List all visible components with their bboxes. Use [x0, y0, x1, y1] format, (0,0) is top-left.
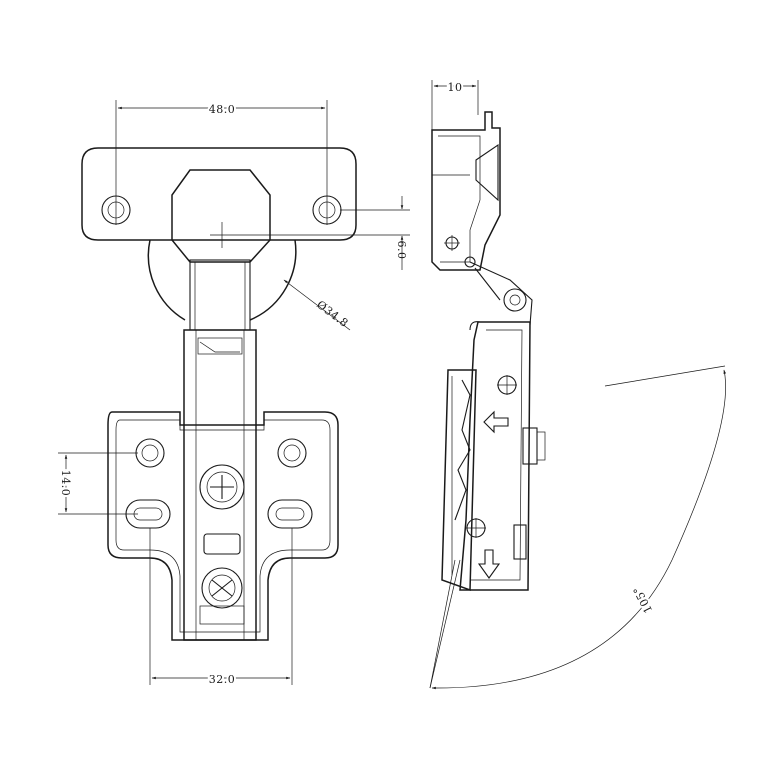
left-arrow-icon [483, 410, 509, 434]
dim-label-10: 10 [448, 81, 463, 94]
down-arrow-icon [477, 549, 501, 579]
side-cup-profile [431, 111, 501, 271]
dim-label-14: 14.0 [59, 470, 72, 497]
plate-slot-right [267, 499, 313, 529]
cup-circle [147, 239, 297, 321]
plate-hole-top-left [135, 438, 165, 468]
dim-label-6: 6.0 [395, 241, 408, 260]
adjustment-screw-icon [199, 464, 245, 510]
dim-label-diameter: Ø34.8 [314, 298, 351, 330]
plate-hole-top-right [277, 438, 307, 468]
cup-housing [171, 169, 271, 263]
cup-center-mark [210, 222, 240, 248]
hinge-arm [183, 259, 257, 641]
dim-cup-offset: 6.0 [240, 196, 410, 270]
front-view: 48.0 6.0 Ø34.8 14.0 32.0 [57, 100, 410, 688]
arm-window [203, 533, 241, 555]
dim-label-32: 32.0 [209, 673, 236, 686]
dim-plate-hole-height: 14.0 [57, 452, 138, 515]
dim-depth: 10 [431, 79, 479, 130]
cup-flange-outline [81, 147, 357, 241]
side-screw-upper [522, 427, 546, 465]
dim-label-105: 105° [631, 584, 656, 615]
side-linkage [469, 261, 533, 331]
dim-cup-diameter: Ø34.8 [283, 279, 351, 331]
dim-plate-width: 32.0 [149, 528, 293, 688]
mounting-plate-outline [107, 411, 339, 641]
dim-cup-center-width: 48.0 [115, 100, 328, 225]
mounting-plate-inner [115, 419, 331, 633]
cam-screw-icon [199, 567, 245, 625]
side-view: 10 [429, 79, 727, 690]
dim-label-48: 48.0 [209, 103, 236, 116]
